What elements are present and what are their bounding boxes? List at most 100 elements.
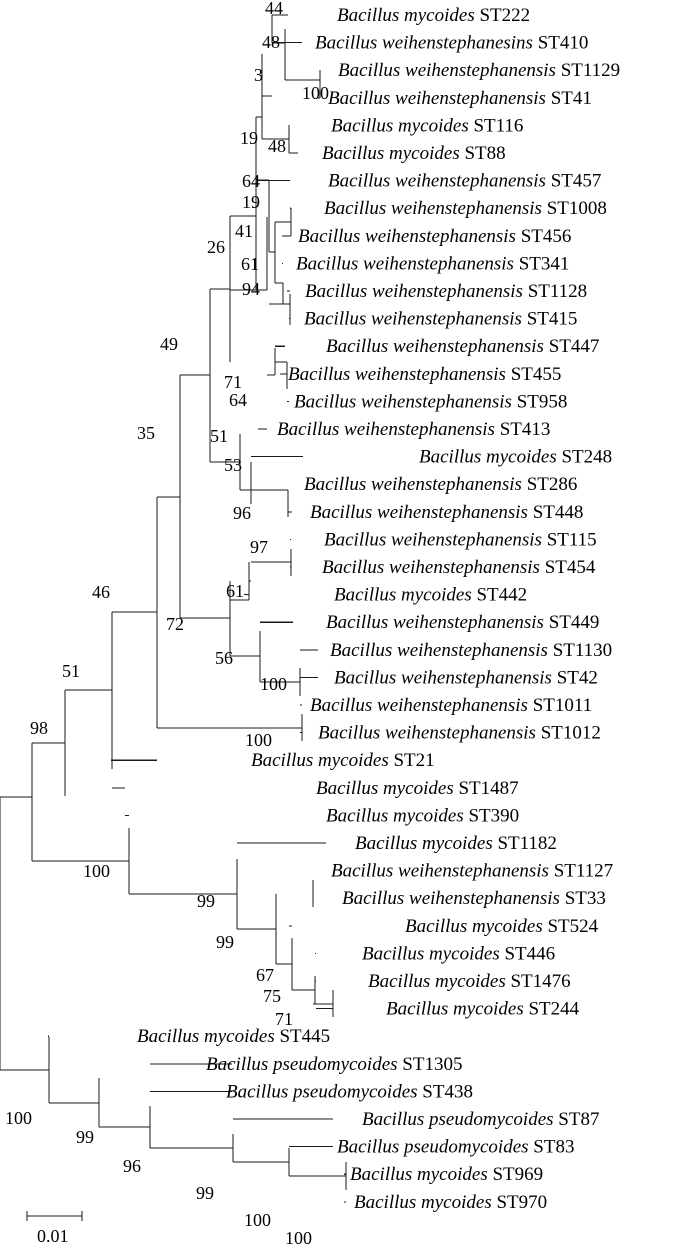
bootstrap-value: 49 [160, 334, 178, 354]
bootstrap-value: 64 [229, 390, 247, 410]
taxon-label: Bacillus weihenstephanensis ST115 [324, 529, 597, 550]
taxon-species-name: Bacillus weihenstephanensis [296, 253, 514, 274]
taxon-label: Bacillus weihenstephanensis ST1008 [324, 198, 607, 219]
bootstrap-value: 48 [262, 32, 280, 52]
taxon-species-name: Bacillus weihenstephanensis [310, 695, 528, 716]
taxon-species-name: Bacillus mycoides [419, 447, 557, 468]
taxon-species-name: Bacillus weihenstephanensis [304, 309, 522, 330]
taxon-species-name: Bacillus pseudomycoides [206, 1054, 398, 1075]
taxon-strain-id: ST457 [546, 171, 601, 192]
bootstrap-value: 75 [263, 986, 281, 1006]
taxon-strain-id: ST286 [522, 474, 577, 495]
taxon-species-name: Bacillus weihenstephanensis [342, 888, 560, 909]
taxon-species-name: Bacillus mycoides [326, 805, 464, 826]
taxon-species-name: Bacillus pseudomycoides [362, 1109, 554, 1130]
taxon-species-name: Bacillus weihenstephanensis [330, 640, 548, 661]
taxon-strain-id: ST1476 [506, 971, 571, 992]
taxon-label: Bacillus weihenstephanensis ST42 [334, 667, 598, 688]
taxon-label: Bacillus weihenstephanensis ST449 [326, 612, 599, 633]
taxon-strain-id: ST88 [460, 143, 506, 164]
taxon-strain-id: ST969 [488, 1164, 543, 1185]
taxon-label: Bacillus mycoides ST222 [337, 5, 530, 26]
taxon-strain-id: ST244 [524, 999, 580, 1020]
taxon-strain-id: ST958 [512, 391, 567, 412]
bootstrap-value: 61 [226, 581, 244, 601]
taxon-label: Bacillus mycoides ST446 [362, 943, 555, 964]
tree-branches [0, 14, 347, 1203]
taxon-strain-id: ST248 [557, 447, 612, 468]
taxon-label: Bacillus pseudomycoides ST83 [337, 1137, 574, 1158]
taxon-label: Bacillus weihenstephanensis ST457 [328, 171, 601, 192]
bootstrap-value: 100 [83, 861, 110, 881]
taxon-label: Bacillus mycoides ST524 [405, 916, 599, 937]
taxon-label: Bacillus weihenstephanensis ST455 [288, 364, 561, 385]
taxon-strain-id: ST410 [533, 33, 588, 54]
bootstrap-value: 26 [207, 237, 225, 257]
taxon-strain-id: ST1011 [528, 695, 592, 716]
taxon-strain-id: ST455 [506, 364, 561, 385]
bootstrap-value: 51 [210, 426, 228, 446]
taxon-label: Bacillus weihenstephanesins ST410 [315, 33, 588, 54]
taxon-strain-id: ST448 [528, 502, 583, 523]
taxon-label: Bacillus mycoides ST21 [251, 750, 435, 771]
taxon-strain-id: ST41 [546, 88, 592, 109]
taxon-species-name: Bacillus weihenstephanensis [324, 529, 542, 550]
taxon-label: Bacillus mycoides ST390 [326, 805, 519, 826]
taxon-label: Bacillus weihenstephanensis ST415 [304, 309, 577, 330]
bootstrap-value: 61 [241, 254, 259, 274]
taxon-strain-id: ST449 [544, 612, 599, 633]
taxon-label: Bacillus weihenstephanensis ST341 [296, 253, 569, 274]
bootstrap-value: 44 [265, 0, 283, 18]
taxon-label: Bacillus mycoides ST445 [137, 1026, 330, 1047]
bootstrap-value: 100 [302, 83, 329, 103]
taxon-label: Bacillus weihenstephanensis ST456 [298, 226, 571, 247]
bootstrap-value: 53 [224, 455, 242, 475]
taxon-label: Bacillus pseudomycoides ST87 [362, 1109, 599, 1130]
taxon-label: Bacillus mycoides ST88 [322, 143, 506, 164]
taxon-species-name: Bacillus weihenstephanensis [277, 419, 495, 440]
bootstrap-value: 71 [275, 1009, 293, 1029]
taxon-label: Bacillus mycoides ST1476 [368, 971, 571, 992]
bootstrap-value: 51 [62, 661, 80, 681]
taxon-label: Bacillus weihenstephanensis ST447 [326, 336, 599, 357]
taxon-strain-id: ST341 [514, 253, 569, 274]
bootstrap-value: 100 [285, 1228, 312, 1248]
taxon-species-name: Bacillus weihenstephanensis [318, 723, 536, 744]
taxon-strain-id: ST1487 [454, 778, 519, 799]
bootstrap-value: 3 [254, 65, 263, 85]
taxon-strain-id: ST21 [389, 750, 435, 771]
taxon-species-name: Bacillus weihenstephanensis [331, 861, 549, 882]
bootstrap-value: 19 [240, 128, 258, 148]
taxon-strain-id: ST1130 [548, 640, 612, 661]
taxon-label: Bacillus mycoides ST244 [386, 999, 580, 1020]
taxon-strain-id: ST447 [544, 336, 599, 357]
bootstrap-value: 35 [137, 423, 155, 443]
taxon-species-name: Bacillus mycoides [322, 143, 460, 164]
taxon-label: Bacillus mycoides ST442 [334, 585, 527, 606]
taxon-strain-id: ST1129 [556, 60, 620, 81]
bootstrap-value: 99 [76, 1127, 94, 1147]
taxon-strain-id: ST390 [464, 805, 519, 826]
bootstrap-value: 71 [224, 372, 242, 392]
taxon-strain-id: ST42 [552, 667, 598, 688]
scale-bar-label: 0.01 [37, 1226, 69, 1246]
taxon-species-name: Bacillus weihenstephanensis [288, 364, 506, 385]
taxon-label: Bacillus weihenstephanensis ST33 [342, 888, 606, 909]
taxon-strain-id: ST1008 [542, 198, 607, 219]
bootstrap-value: 48 [268, 136, 286, 156]
taxon-strain-id: ST87 [554, 1109, 600, 1130]
bootstrap-value: 96 [123, 1156, 141, 1176]
taxon-label: Bacillus mycoides ST1182 [355, 833, 557, 854]
taxon-label: Bacillus pseudomycoides ST1305 [206, 1054, 462, 1075]
taxon-species-name: Bacillus mycoides [251, 750, 389, 771]
bootstrap-value: 46 [92, 582, 110, 602]
taxon-strain-id: ST1182 [493, 833, 557, 854]
taxon-species-name: Bacillus mycoides [331, 115, 469, 136]
bootstrap-value: 97 [250, 537, 268, 557]
taxon-species-name: Bacillus weihenstephanensis [304, 474, 522, 495]
taxon-label: Bacillus mycoides ST1487 [316, 778, 519, 799]
taxon-species-name: Bacillus weihenstephanensis [294, 391, 512, 412]
bootstrap-value: 56 [215, 648, 233, 668]
